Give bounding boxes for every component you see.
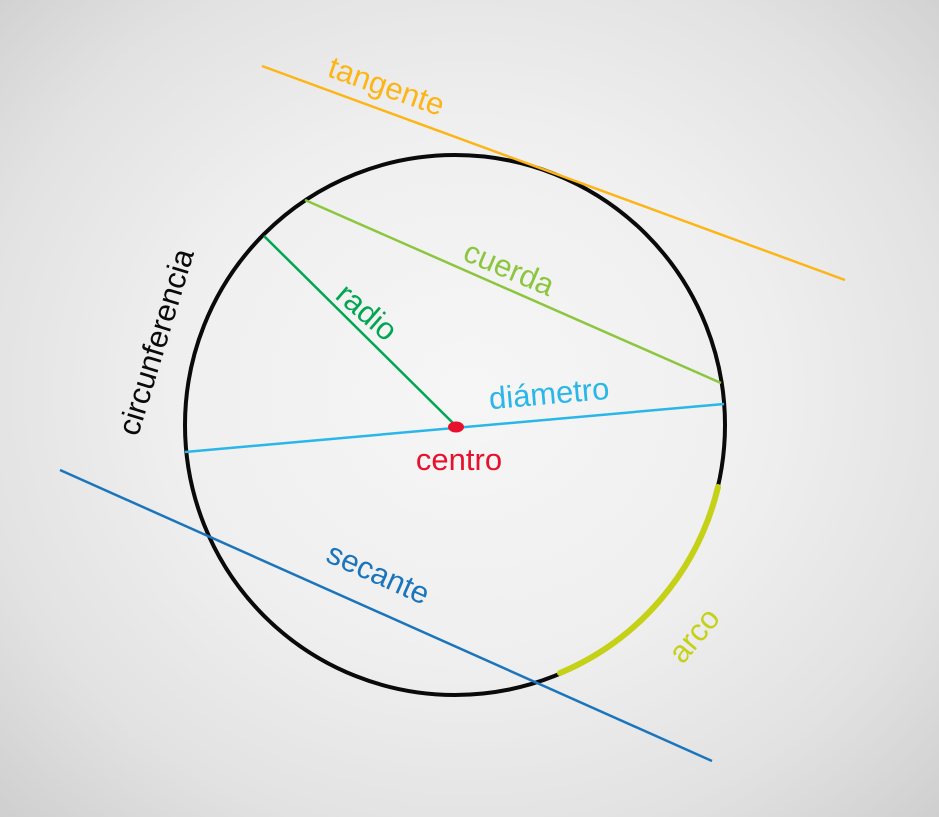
secante-label: secante — [322, 535, 435, 611]
circunferencia-label: circunferencia — [111, 244, 201, 440]
arco-label: arco — [661, 601, 727, 670]
circunferencia-circle — [183, 153, 727, 697]
centro-label: centro — [416, 442, 502, 477]
arco-arc — [557, 484, 721, 676]
diametro-label: diámetro — [487, 371, 610, 416]
cuerda-label: cuerda — [459, 234, 561, 304]
cuerda-line — [304, 198, 722, 385]
radio-line — [263, 235, 456, 426]
centro-dot — [448, 421, 464, 433]
secante-line — [59, 468, 713, 763]
tangente-line — [261, 64, 846, 282]
